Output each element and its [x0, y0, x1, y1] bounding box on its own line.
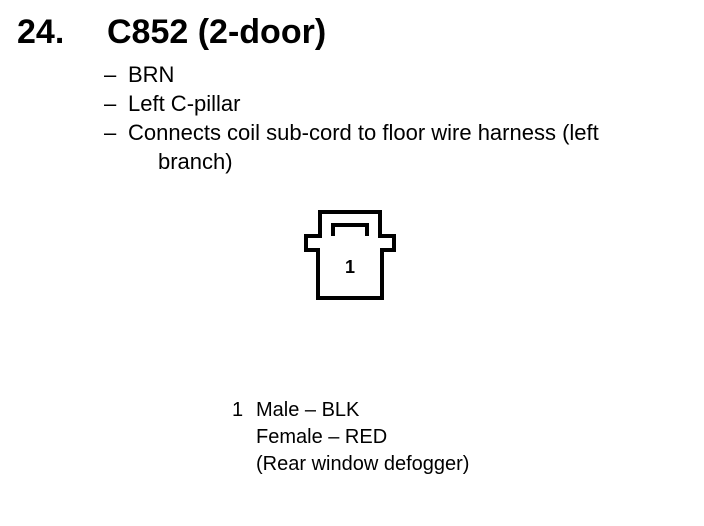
description-color: – BRN: [104, 60, 684, 89]
description-text: Left C-pillar: [128, 91, 241, 116]
connector-face-diagram: 1: [304, 210, 396, 300]
connector-latch: [331, 223, 369, 236]
dash: –: [104, 91, 117, 116]
pin-entry: 1 Male – BLK Female – RED (Rear window d…: [232, 397, 469, 478]
pin-number: 1: [232, 399, 244, 421]
description-text: BRN: [128, 62, 175, 87]
pin-circuit: (Rear window defogger): [256, 453, 470, 475]
pin-female-wire: Female – RED: [256, 426, 388, 448]
connector-title-number: 24.: [17, 13, 65, 51]
connector-outline: [304, 210, 396, 300]
dash: –: [104, 120, 117, 145]
connector-title: C852 (2-door): [107, 13, 327, 51]
description-connects: – Connects coil sub-cord to floor wire h…: [104, 118, 684, 176]
description-continuation: branch): [158, 149, 233, 174]
connector-description: – BRN – Left C-pillar – Connects coil su…: [104, 60, 684, 176]
pin-label-1: 1: [345, 257, 355, 277]
dash: –: [104, 62, 117, 87]
description-text: Connects coil sub-cord to floor wire har…: [128, 120, 599, 145]
pin-list: 1 Male – BLK Female – RED (Rear window d…: [232, 397, 469, 478]
description-location: – Left C-pillar: [104, 89, 684, 118]
pin-male-wire: Male – BLK: [256, 399, 360, 421]
